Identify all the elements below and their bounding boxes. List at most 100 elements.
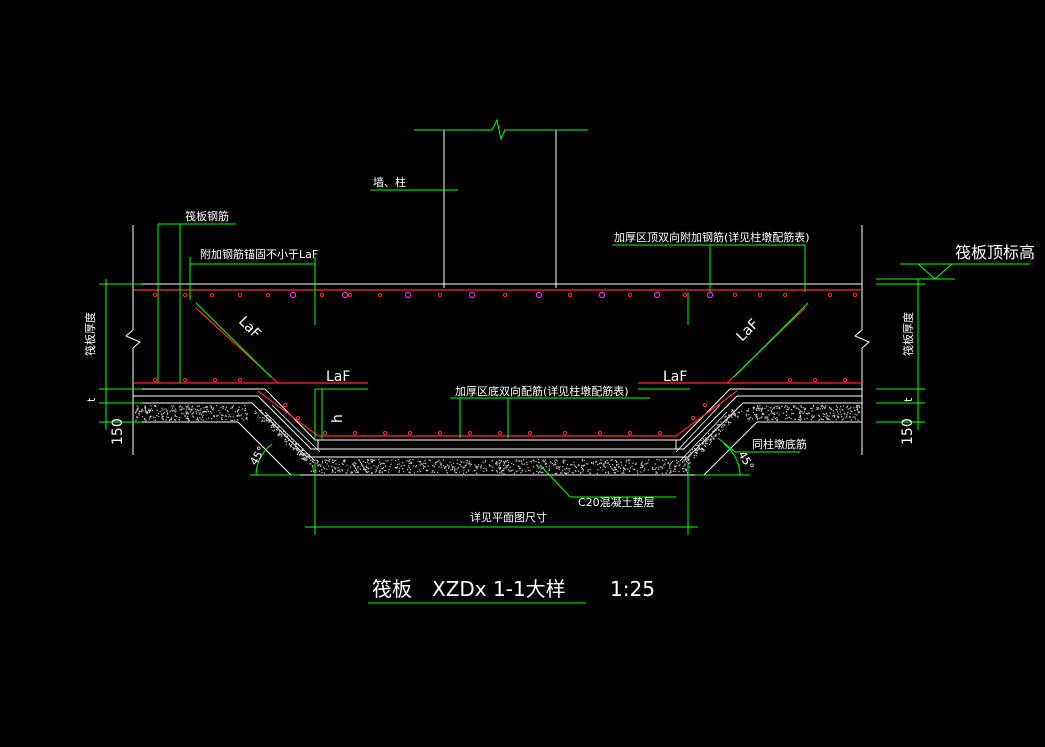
- hatch-dot: [331, 465, 333, 468]
- hatch-dot: [440, 463, 442, 465]
- hatch-dot: [721, 429, 723, 431]
- hatch-dot: [150, 408, 152, 410]
- hatch-dot: [293, 448, 295, 450]
- hatch-dot: [755, 414, 757, 416]
- hatch-dot: [545, 466, 547, 468]
- hatch-dot: [745, 413, 747, 415]
- hatch-dot: [675, 465, 677, 467]
- hatch-dot: [723, 424, 725, 426]
- hatch-dot: [227, 411, 229, 413]
- hatch-dot: [363, 467, 365, 469]
- hatch-dot: [707, 438, 709, 441]
- hatch-dot: [839, 408, 841, 410]
- hatch-dot: [323, 467, 325, 470]
- hatch-dot: [525, 470, 527, 472]
- hatch-dot: [749, 416, 752, 419]
- hatch-dot: [748, 414, 750, 416]
- hatch-dot: [724, 416, 726, 418]
- rebar-dot: [265, 292, 271, 298]
- angle-left: 45°: [247, 444, 268, 467]
- hatch-dot: [804, 407, 806, 410]
- hatch-dot: [729, 416, 731, 418]
- hatch-dot: [496, 461, 498, 463]
- hatch-dot: [239, 415, 241, 417]
- hatch-dot: [382, 462, 384, 464]
- hatch-dot: [701, 448, 703, 450]
- hatch-dot: [432, 470, 434, 472]
- hatch-dot: [499, 468, 502, 470]
- hatch-dot: [734, 413, 736, 415]
- hatch-dot: [135, 419, 137, 421]
- hatch-dot: [197, 418, 199, 420]
- hatch-dot: [289, 444, 291, 447]
- hatch-dot: [519, 467, 522, 469]
- hatch-dot: [821, 418, 823, 420]
- hatch-dot: [613, 471, 615, 474]
- hatch-dot: [391, 459, 393, 461]
- hatch-dot: [520, 460, 523, 462]
- hatch-dot: [298, 443, 300, 445]
- hatch-dot: [316, 460, 318, 462]
- hatch-dot: [818, 419, 821, 421]
- hatch-dot: [706, 440, 708, 442]
- hatch-dot: [279, 433, 281, 435]
- hatch-dot: [483, 470, 485, 472]
- hatch-dot: [197, 405, 199, 407]
- hatch-dot: [641, 464, 643, 467]
- hatch-dot: [332, 459, 334, 461]
- hatch-dot: [382, 468, 384, 470]
- hatch-dot: [700, 447, 703, 450]
- hatch-dot: [674, 468, 676, 470]
- hatch-dot: [383, 462, 385, 465]
- hatch-dot: [162, 412, 165, 415]
- hatch-dot: [397, 459, 399, 461]
- hatch-dot: [303, 454, 305, 456]
- hatch-dot: [197, 409, 200, 412]
- hatch-dot: [696, 448, 698, 450]
- hatch-dot: [520, 472, 522, 474]
- hatch-dot: [262, 412, 264, 414]
- hatch-dot: [592, 463, 595, 465]
- hatch-dot: [242, 408, 244, 410]
- hatch-dot: [188, 407, 190, 409]
- hatch-dot: [312, 469, 314, 471]
- hatch-dot: [302, 449, 304, 451]
- hatch-dot: [366, 461, 368, 463]
- rebar-dot: [732, 292, 738, 298]
- hatch-dot: [688, 459, 690, 461]
- hatch-dot: [508, 469, 510, 471]
- hatch-dot: [231, 407, 234, 409]
- hatch-dot: [694, 451, 696, 454]
- hatch-dot: [266, 417, 268, 419]
- hatch-dot: [148, 418, 151, 420]
- hatch-dot: [685, 468, 687, 471]
- hatch-dot: [567, 468, 569, 470]
- hatch-dot: [507, 464, 509, 466]
- hatch-dot: [811, 407, 813, 410]
- hatch-dot: [731, 416, 733, 418]
- hatch-dot: [410, 462, 413, 464]
- hatch-dot: [491, 460, 493, 462]
- hatch-dot: [835, 409, 837, 411]
- hatch-dot: [799, 419, 802, 421]
- hatch-dot: [674, 465, 676, 467]
- hatch-dot: [485, 468, 487, 470]
- hatch-dot: [303, 457, 305, 459]
- hatch-dot: [669, 466, 671, 468]
- hatch-dot: [556, 460, 558, 462]
- hatch-dot: [839, 411, 841, 413]
- hatch-dot: [273, 426, 275, 428]
- hatch-dot: [146, 411, 149, 414]
- hatch-dot: [554, 463, 557, 465]
- hatch-dot: [284, 440, 286, 442]
- hatch-dot: [167, 416, 169, 418]
- hatch-dot: [286, 436, 289, 438]
- hatch-dot: [600, 462, 602, 464]
- hatch-dot: [503, 472, 505, 475]
- hatch-dot: [671, 460, 674, 462]
- hatch-dot: [370, 472, 373, 474]
- hatch-dot: [678, 470, 680, 473]
- hatch-dot: [327, 459, 329, 462]
- hatch-dot: [273, 429, 276, 431]
- hatch-dot: [394, 466, 396, 469]
